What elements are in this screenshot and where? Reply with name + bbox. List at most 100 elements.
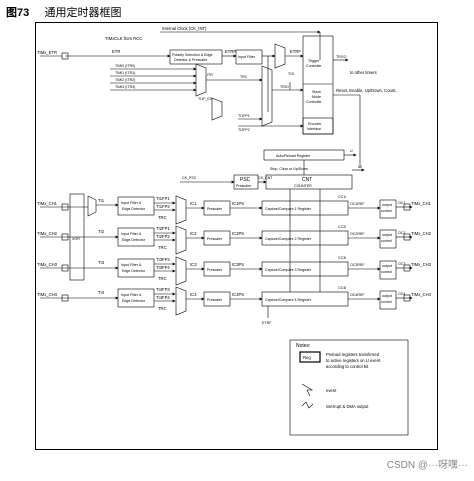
ch3-prescaler: Prescaler [207, 268, 223, 272]
itr-label: ITR [207, 73, 213, 77]
ch3-trc: TRC [158, 276, 167, 281]
ch1-ocref: OC1REF [350, 202, 365, 206]
ti1fp1-top-label: TI1FP1 [238, 114, 250, 118]
ch3-ic: IC3 [190, 262, 197, 267]
output-ch4-label: TIMx_CH4 [411, 292, 432, 297]
ch4-trc: TRC [158, 306, 167, 311]
ch4-prescaler: Prescaler [207, 298, 223, 302]
ti4-label: TI4 [98, 290, 105, 295]
ti1-label: TI1 [98, 198, 105, 203]
notes-reg-desc-2: to active registers on U event [326, 358, 381, 363]
input-pin-labels: TIMx_ETR TIMx_CH1 TIMx_CH2 TIMx_CH3 TIMx… [37, 50, 80, 297]
ch4-ccr: Capture/Compare 4 Register [265, 298, 312, 302]
reset-modes-label: Reset, Enable, Up/Down, Count, [336, 88, 397, 93]
ch2-out-1: output [382, 233, 392, 237]
ch2-trc: TRC [158, 245, 167, 250]
slave-label-2: Mode [312, 95, 321, 99]
ch1-filter-label-1: Input Filter & [121, 201, 142, 205]
internal-clock-label: Internal Clock (CK_INT) [162, 26, 207, 31]
channel-2-labels: TI2 Input Filter & Edge Detector TI2FP1 … [98, 225, 405, 250]
ch3-out-2: control [381, 270, 392, 274]
figure-title: 图73 通用定时器框图 [6, 4, 122, 20]
stop-clear-label: Stop, Clear or Up/Down [270, 167, 308, 171]
input-ch3-label: TIMx_CH3 [37, 262, 58, 267]
etrf-bottom-label: ETRF [262, 321, 272, 325]
ch1-oc: OC1 [398, 201, 405, 205]
notes-reg-desc-3: according to control bit [326, 364, 369, 369]
ch4-cc: CC4I [338, 286, 346, 290]
ch1-filter-label-2: Edge Detector [122, 207, 146, 211]
counter-labels: Auto/Reload Register Stop, Clear or Up/D… [182, 149, 362, 188]
etrp-label: ETRP [225, 49, 236, 54]
u-label: U [350, 149, 353, 153]
ch1-ic: IC1 [190, 201, 197, 206]
notes-event-label: event [326, 388, 337, 393]
ti3-label: TI3 [98, 260, 105, 265]
ch4-fp-b: TI4FP4 [156, 295, 170, 300]
ch1-out-2: control [381, 209, 392, 213]
ch3-ccr: Capture/Compare 3 Register [265, 268, 312, 272]
notes-title: Notes: [296, 343, 310, 349]
notes-interrupt-label: interrupt & DMA output [326, 404, 369, 409]
trigger-label-2: Controller [306, 64, 322, 68]
ch2-filter-label-1: Input Filter & [121, 232, 142, 236]
ch1-prescaler: Prescaler [207, 207, 223, 211]
trc-top-label: TRC [240, 75, 248, 79]
output-ch3-label: TIMx_CH3 [411, 262, 432, 267]
ch4-ocref: OC4REF [350, 293, 365, 297]
ch3-oc: OC3 [398, 262, 405, 266]
ch1-icps: IC1PS [232, 201, 244, 206]
channel-4-labels: TI4 Input Filter & Edge Detector TI4FP3 … [98, 286, 405, 311]
cnt-label: CNT [302, 177, 312, 183]
polarity-label-1: Polarity Selection & Edge [172, 53, 213, 57]
ch3-out-1: output [382, 264, 392, 268]
ch4-oc: OC4 [398, 292, 405, 296]
input-ch1-label: TIMx_CH1 [37, 201, 58, 206]
output-ch2-label: TIMx_CH2 [411, 231, 432, 236]
ch1-out-1: output [382, 203, 392, 207]
ch4-fp-a: TI4FP3 [156, 287, 170, 292]
channel-1-labels: TI1 Input Filter & Edge Detector TI1FP1 … [98, 195, 405, 220]
ui-label: UI [358, 165, 362, 169]
diagram-frame [35, 22, 438, 450]
encoder-label-2: Interface [307, 127, 321, 131]
ck-psc-label: CK_PSC [182, 176, 197, 180]
slave-label-3: Controller [306, 100, 322, 104]
ch4-ic: IC4 [190, 292, 197, 297]
ch3-fp-b: TI3FP4 [156, 265, 170, 270]
input-etr-label: TIMx_ETR [37, 50, 57, 55]
ch2-prescaler: Prescaler [207, 237, 223, 241]
ch4-filter-label-1: Input Filter & [121, 293, 142, 297]
ch3-fp-a: TI3FP3 [156, 257, 170, 262]
ti1f-ed-label: TI1F_ED [198, 97, 213, 101]
ch4-filter-label-2: Edge Detector [122, 299, 146, 303]
ch3-cc: CC3I [338, 256, 346, 260]
ch3-filter-label-2: Edge Detector [122, 269, 146, 273]
psc-prescaler-label: Prescaler [236, 184, 252, 188]
watermark: CSDN @···呀嘿··· [386, 460, 468, 471]
timxclk-label: TIMxCLK from RCC [105, 36, 142, 41]
channel-1-graphics [117, 195, 413, 225]
ti2fp2-top-label: TI2FP2 [238, 128, 250, 132]
ch1-trc: TRC [158, 215, 167, 220]
figure-caption: 通用定时器框图 [44, 7, 122, 19]
trgi-label: TRGI [280, 85, 289, 89]
encoder-label-1: Encoder [308, 122, 322, 126]
channel-3-graphics [117, 256, 413, 286]
to-other-timers-label: to other timers [350, 70, 377, 75]
channel-2-graphics [117, 225, 413, 255]
figure-label: 图73 [6, 7, 30, 19]
xor-label: XOR [72, 237, 80, 241]
psc-label: PSC [240, 177, 251, 183]
trigger-label-1: Trigger [308, 59, 320, 63]
ch1-cc: CC1I [338, 195, 346, 199]
ti2-label: TI2 [98, 229, 105, 234]
input-ch2-label: TIMx_CH2 [37, 231, 58, 236]
polarity-label-2: Detector & Prescaler [174, 58, 208, 62]
ch4-out-1: output [382, 294, 392, 298]
notes-reg-desc-1: Preload registers transferred [326, 352, 380, 357]
ch3-icps: IC3PS [232, 262, 244, 267]
notes-reg-label: Reg [303, 355, 311, 360]
ch2-fp-a: TI2FP1 [156, 226, 170, 231]
etrf-label: ETRF [290, 49, 301, 54]
